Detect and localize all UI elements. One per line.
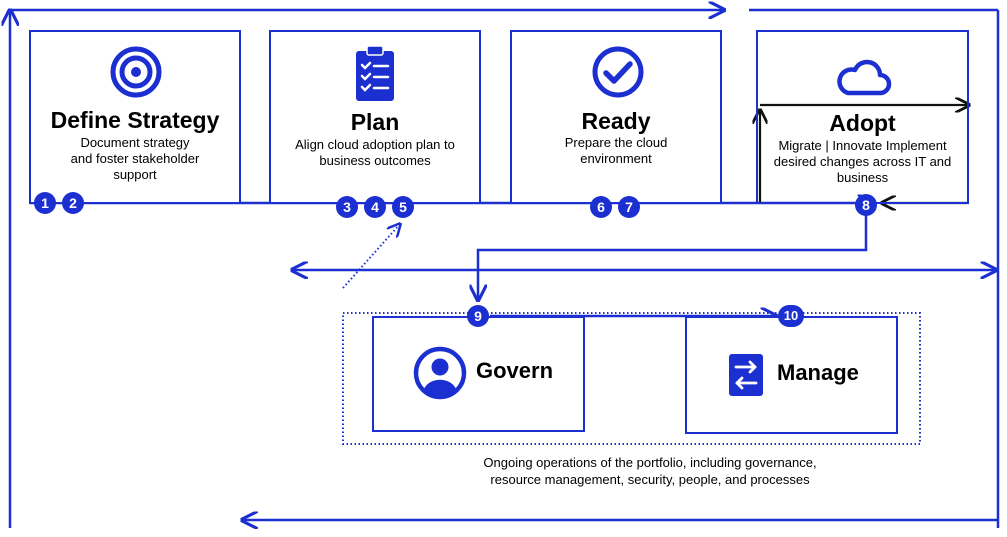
- step-badge: 6: [590, 196, 612, 218]
- step-badge: 1: [34, 192, 56, 214]
- manage-arrows-icon: [729, 354, 763, 396]
- step-badge: 9: [467, 305, 489, 327]
- operation-title: Govern: [476, 358, 554, 383]
- person-circle-icon: [413, 346, 467, 400]
- phase-description: Align cloud adoption plan to business ou…: [295, 137, 455, 168]
- operation-box-manage: Manage: [685, 316, 898, 434]
- phase-description: Prepare the cloud environment: [564, 135, 668, 166]
- phase-box-define-strategy: Define Strategy Document strategy and fo…: [29, 30, 241, 204]
- dotted-feedback-arrow: [342, 224, 400, 289]
- step-badge: 7: [618, 196, 640, 218]
- clipboard-checklist-icon: [356, 45, 394, 101]
- step-badge: 8: [855, 194, 877, 216]
- phase-title: Ready: [581, 108, 651, 134]
- cloud-icon: [837, 59, 892, 96]
- step-badge: 2: [62, 192, 84, 214]
- phase-box-ready: Ready Prepare the cloud environment: [510, 30, 722, 204]
- phase-box-plan: Plan Align cloud adoption plan to busine…: [269, 30, 481, 204]
- operations-caption: Ongoing operations of the portfolio, inc…: [483, 455, 817, 487]
- checkmark-circle-icon: [592, 46, 644, 98]
- operation-box-govern: Govern: [372, 316, 585, 432]
- phase-title: Adopt: [829, 110, 896, 136]
- phase-title: Plan: [350, 109, 400, 135]
- operations-dotted-region: [342, 312, 921, 445]
- step-badge: 10: [778, 305, 804, 327]
- phase-box-adopt: Adopt Migrate | Innovate Implement desir…: [756, 30, 969, 204]
- operation-title: Manage: [777, 360, 859, 385]
- phase-title: Define Strategy: [50, 107, 220, 133]
- step-badge: 3: [336, 196, 358, 218]
- step-badge: 4: [364, 196, 386, 218]
- step8-to-govern-arrow: [478, 214, 868, 300]
- target-icon: [110, 46, 162, 98]
- step-badge: 5: [392, 196, 414, 218]
- phase-description: Migrate | Innovate Implement desired cha…: [773, 138, 952, 185]
- phase-description: Document strategy and foster stakeholder…: [70, 135, 200, 182]
